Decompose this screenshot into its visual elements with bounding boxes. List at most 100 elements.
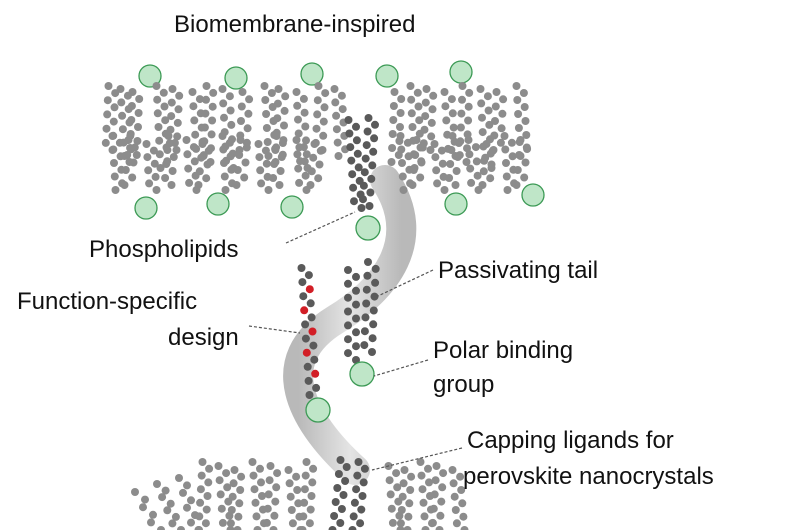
chain-bead bbox=[432, 166, 441, 175]
chain-bead bbox=[352, 122, 360, 131]
chain-bead bbox=[257, 179, 266, 188]
chain-bead bbox=[368, 334, 377, 343]
polar-head-group bbox=[355, 215, 381, 241]
chain-bead bbox=[353, 471, 362, 480]
chain-bead bbox=[220, 159, 228, 167]
chain-bead bbox=[108, 132, 117, 140]
chain-bead bbox=[208, 102, 217, 111]
chain-bead bbox=[110, 103, 119, 112]
connecting-ribbon bbox=[283, 165, 417, 485]
chain-bead bbox=[223, 483, 232, 492]
chain-bead bbox=[201, 519, 210, 528]
polar-head-group bbox=[349, 361, 375, 387]
chain-bead bbox=[226, 106, 235, 115]
chain-bead bbox=[363, 127, 372, 136]
chain-bead bbox=[293, 101, 302, 110]
chain-bead bbox=[202, 505, 211, 514]
chain-bead bbox=[233, 166, 242, 174]
chain-bead bbox=[254, 140, 263, 148]
chain-bead bbox=[202, 174, 211, 183]
chain-bead bbox=[262, 159, 271, 168]
chain-bead bbox=[274, 85, 283, 93]
chain-bead bbox=[457, 109, 466, 118]
chain-bead bbox=[297, 264, 306, 272]
chain-bead bbox=[170, 139, 179, 147]
chain-bead bbox=[249, 471, 258, 480]
chain-bead bbox=[198, 140, 207, 148]
chain-bead bbox=[189, 143, 198, 152]
chain-bead bbox=[313, 110, 322, 119]
chain-bead bbox=[275, 181, 284, 189]
chain-bead bbox=[309, 341, 318, 350]
leader-capping-ligands bbox=[371, 447, 463, 471]
chain-bead bbox=[273, 469, 282, 478]
polar-head-group bbox=[138, 64, 162, 88]
chain-bead bbox=[420, 512, 429, 521]
chain-bead bbox=[227, 165, 236, 174]
chain-bead bbox=[331, 98, 340, 107]
chain-bead bbox=[175, 91, 184, 100]
chain-bead bbox=[266, 462, 275, 470]
chain-bead bbox=[256, 464, 264, 473]
chain-bead bbox=[390, 88, 399, 96]
chain-bead bbox=[467, 178, 476, 187]
chain-bead bbox=[368, 348, 376, 356]
chain-bead bbox=[242, 143, 251, 152]
chain-bead bbox=[331, 498, 340, 506]
chain-bead bbox=[396, 109, 405, 117]
label-polar-binding-line1: Polar binding bbox=[433, 337, 574, 364]
chain-bead bbox=[308, 478, 317, 487]
chain-bead bbox=[403, 526, 412, 530]
chain-bead bbox=[416, 173, 425, 182]
chain-bead bbox=[360, 464, 369, 473]
chain-bead bbox=[301, 334, 310, 343]
chain-bead bbox=[109, 117, 118, 126]
chain-bead bbox=[520, 103, 529, 111]
label-capping-line1: Capping ligands for bbox=[467, 427, 674, 454]
polar-head-group bbox=[300, 62, 324, 86]
chain-bead bbox=[166, 499, 175, 508]
chain-bead bbox=[473, 171, 482, 180]
chain-bead bbox=[396, 526, 405, 530]
chain-bead bbox=[407, 109, 416, 118]
chain-bead bbox=[200, 123, 209, 132]
chain-bead bbox=[260, 82, 269, 90]
chain-bead bbox=[485, 120, 494, 129]
chain-bead bbox=[514, 124, 523, 132]
chain-bead bbox=[399, 479, 408, 488]
chain-bead bbox=[482, 140, 491, 148]
chain-bead bbox=[220, 113, 228, 122]
chain-bead bbox=[366, 188, 375, 197]
chain-bead bbox=[301, 471, 310, 480]
chain-bead bbox=[286, 492, 295, 501]
chain-bead bbox=[360, 327, 369, 336]
chain-bead bbox=[233, 526, 242, 530]
chain-bead bbox=[400, 466, 409, 474]
chain-bead bbox=[256, 166, 265, 175]
chain-bead bbox=[472, 157, 481, 166]
chain-bead bbox=[498, 109, 507, 118]
chain-bead bbox=[127, 116, 136, 124]
chain-bead bbox=[264, 490, 273, 499]
chain-bead bbox=[352, 314, 360, 323]
chain-bead bbox=[344, 307, 352, 316]
chain-bead bbox=[190, 116, 199, 125]
chain-bead bbox=[344, 321, 352, 330]
chain-bead bbox=[202, 82, 211, 90]
chain-bead bbox=[478, 113, 486, 122]
chain-bead bbox=[294, 129, 303, 138]
chain-bead bbox=[341, 477, 350, 485]
chain-bead bbox=[302, 458, 311, 466]
chain-bead bbox=[408, 181, 417, 189]
chain-bead bbox=[352, 286, 360, 295]
chain-bead bbox=[332, 125, 341, 134]
chain-bead bbox=[449, 123, 458, 132]
chain-bead bbox=[155, 150, 164, 159]
leader-passivating-tail bbox=[377, 269, 434, 297]
chain-bead bbox=[271, 146, 280, 154]
chain-bead bbox=[147, 518, 155, 527]
chain-bead bbox=[428, 518, 437, 527]
chain-bead bbox=[404, 512, 413, 521]
chain-bead bbox=[205, 464, 214, 473]
